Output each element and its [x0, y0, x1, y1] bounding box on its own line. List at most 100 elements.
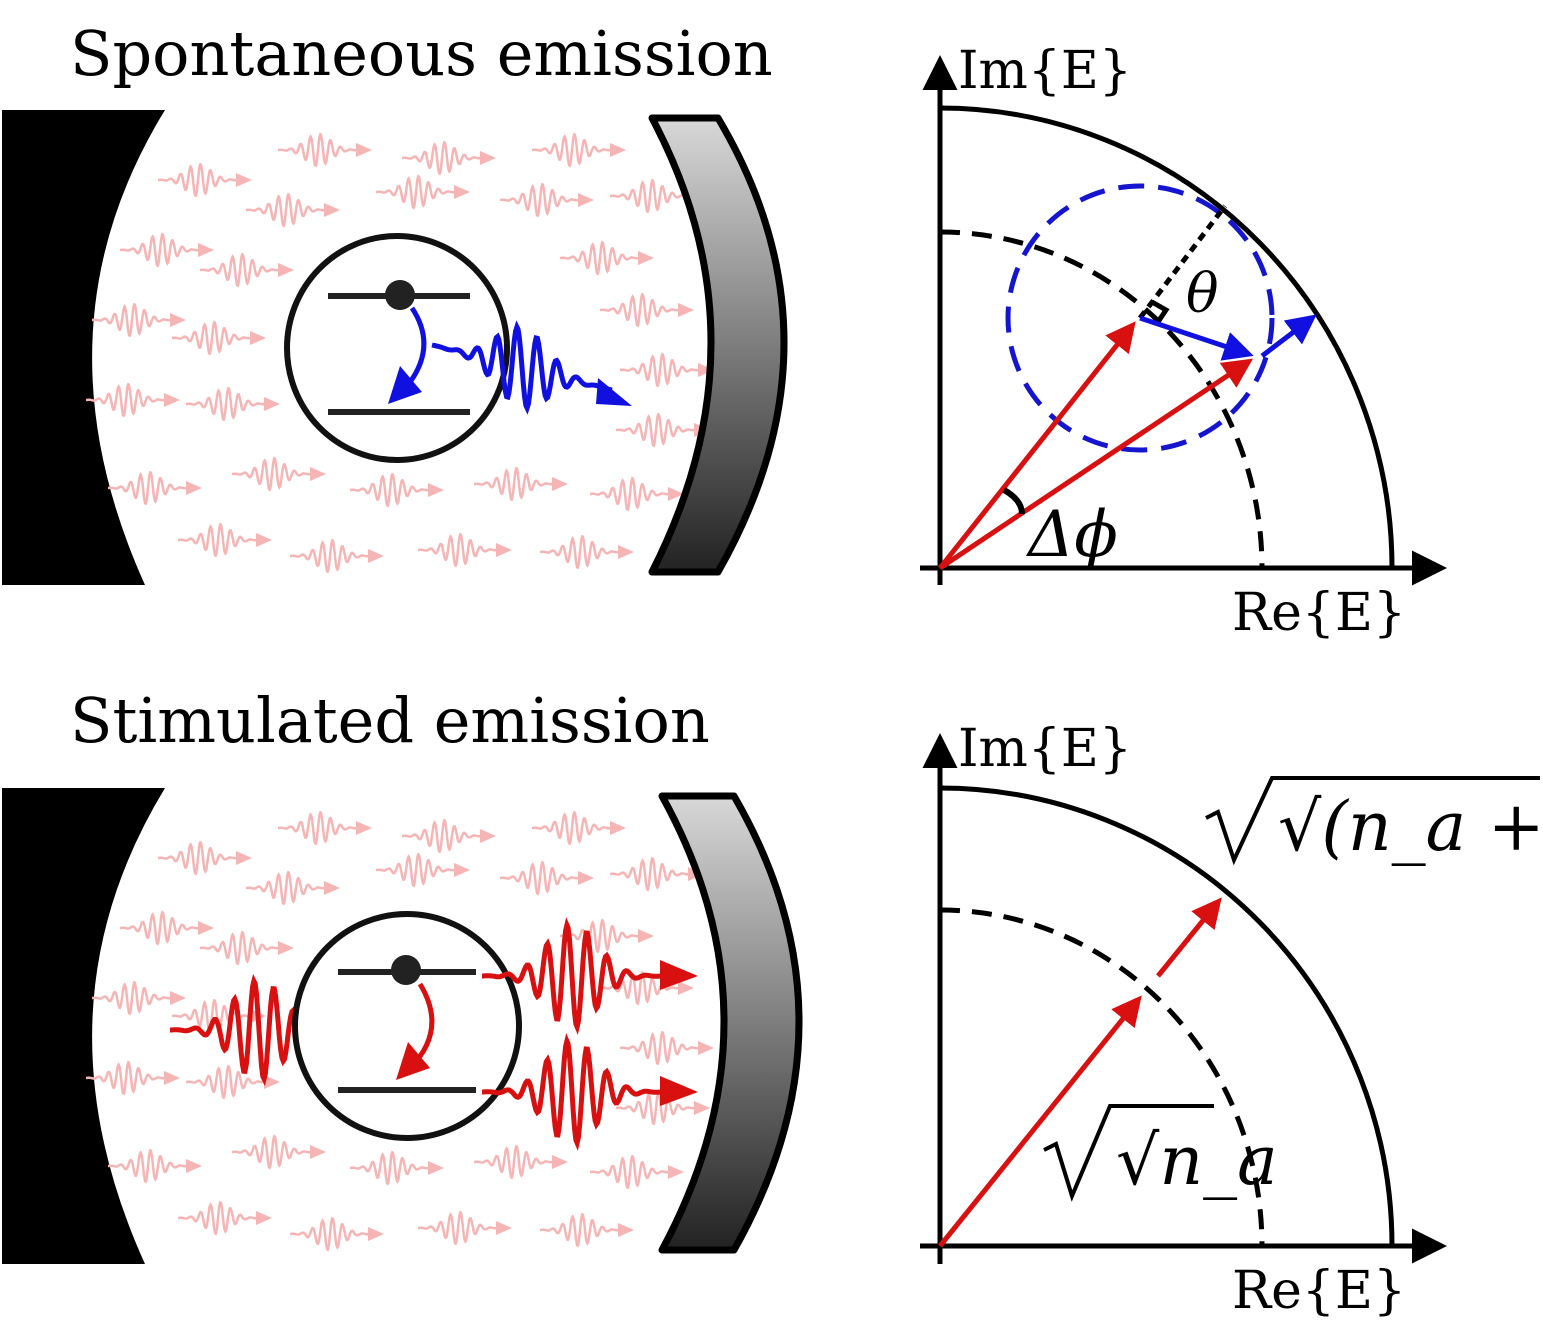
background-photon — [532, 132, 612, 168]
axis-label-im-bottom: Im{E} — [958, 719, 1132, 779]
stimulated-title: Stimulated emission — [70, 684, 710, 757]
background-photon-arrowhead — [356, 821, 372, 835]
background-photon — [590, 476, 670, 512]
outgoing-photon-2-arrowhead — [660, 1076, 698, 1106]
background-photon-arrowhead — [428, 483, 444, 497]
background-photon — [246, 192, 326, 228]
left-mirror-top — [2, 110, 165, 585]
background-photon — [92, 302, 172, 338]
background-photon — [278, 132, 358, 168]
background-photon — [418, 532, 498, 568]
background-photon-arrowhead — [278, 941, 294, 955]
axis-label-re-bottom: Re{E} — [1232, 1261, 1406, 1321]
background-photons-top — [86, 132, 714, 574]
background-photon — [178, 1200, 258, 1236]
radius-label-inner-text: √n_a — [1116, 1122, 1278, 1201]
background-photon — [86, 382, 166, 418]
left-mirror-bottom — [2, 788, 165, 1264]
background-photon-arrowhead — [428, 1161, 444, 1175]
background-photon-arrowhead — [310, 467, 326, 481]
background-photon-arrowhead — [256, 1211, 272, 1225]
background-photon — [108, 1148, 188, 1184]
background-photon-arrowhead — [638, 929, 654, 943]
background-photon — [92, 980, 172, 1016]
background-photon-arrowhead — [198, 921, 214, 935]
background-photon-arrowhead — [264, 397, 280, 411]
spontaneous-photon-arrowhead — [596, 378, 632, 406]
background-photon — [620, 1030, 700, 1066]
spontaneous-title: Spontaneous emission — [70, 17, 773, 90]
field-vector-final — [938, 358, 1253, 571]
background-photon — [616, 412, 696, 448]
background-photon — [172, 320, 252, 356]
theta-reference-line — [1138, 204, 1227, 320]
background-photon-arrowhead — [454, 185, 470, 199]
radius-label-outer-text: √(n_a + 1) — [1278, 788, 1543, 867]
background-photon — [500, 860, 580, 896]
background-photon-arrowhead — [610, 821, 626, 835]
background-photon-arrowhead — [678, 981, 694, 995]
background-photon — [200, 930, 280, 966]
background-photon-arrowhead — [618, 1223, 634, 1237]
background-photon — [540, 1212, 620, 1248]
background-photon-arrowhead — [698, 1041, 714, 1055]
field-vector-before — [938, 995, 1142, 1248]
background-photon — [402, 140, 482, 176]
right-mirror-top — [648, 114, 788, 576]
background-photon-arrowhead — [678, 303, 694, 317]
background-photon — [232, 456, 312, 492]
background-photon-arrowhead — [164, 1071, 180, 1085]
stimulated-panel: Stimulated emission Im{E} — [2, 684, 1543, 1321]
background-photon-arrowhead — [186, 481, 202, 495]
background-photon-arrowhead — [496, 1221, 512, 1235]
background-photon — [200, 252, 280, 288]
delta-phi-arc — [1002, 487, 1025, 515]
background-photon — [350, 472, 430, 508]
background-photon-arrowhead — [256, 533, 272, 547]
background-photon-arrowhead — [618, 545, 634, 559]
background-photon-arrowhead — [578, 871, 594, 885]
background-photon — [350, 1150, 430, 1186]
spontaneous-photon — [431, 320, 613, 415]
background-photon-arrowhead — [356, 143, 372, 157]
field-vector-initial — [938, 321, 1136, 570]
axis-label-im-top: Im{E} — [958, 41, 1132, 101]
background-photon-arrowhead — [668, 1165, 684, 1179]
background-photon — [610, 178, 690, 214]
background-photon-arrowhead — [164, 393, 180, 407]
outer-arc-top — [939, 105, 1395, 569]
background-photon-arrowhead — [310, 1145, 326, 1159]
spontaneous-panel: Spontaneous emission — [2, 17, 1447, 643]
background-photon-arrowhead — [198, 243, 214, 257]
background-photon — [600, 292, 680, 328]
background-photon — [616, 1090, 696, 1126]
background-photon-arrowhead — [578, 193, 594, 207]
spontaneous-field-increment — [1139, 315, 1254, 361]
background-photon — [290, 1216, 370, 1252]
background-photon-arrowhead — [278, 263, 294, 277]
delta-phi-label: Δϕ — [1025, 498, 1118, 572]
spontaneous-field-projection — [1260, 314, 1317, 358]
phase-diagram-top: Im{E} Re{E} θ Δϕ — [920, 41, 1447, 643]
background-photon — [540, 534, 620, 570]
background-photon-arrowhead — [170, 313, 186, 327]
electron-top — [385, 280, 415, 310]
background-photon — [532, 810, 612, 846]
background-photon-arrowhead — [480, 829, 496, 843]
electron-bottom — [391, 955, 421, 985]
background-photon-arrowhead — [250, 331, 266, 345]
right-mirror-bottom — [658, 792, 803, 1254]
background-photon-arrowhead — [668, 487, 684, 501]
background-photon-arrowhead — [368, 549, 384, 563]
background-photon-arrowhead — [698, 363, 714, 377]
background-photons-bottom — [86, 810, 714, 1252]
background-photon-arrowhead — [610, 143, 626, 157]
radius-label-outer: √(n_a + 1) — [1205, 776, 1543, 867]
background-photon — [474, 466, 554, 502]
background-photon — [246, 870, 326, 906]
background-photon — [158, 162, 238, 198]
axis-label-re-top: Re{E} — [1232, 583, 1406, 643]
background-photon — [560, 918, 640, 954]
